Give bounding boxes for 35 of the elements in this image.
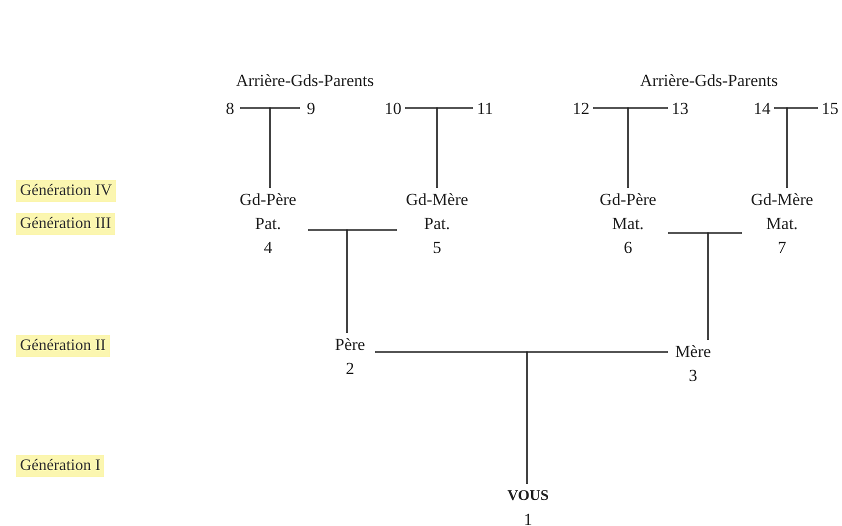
person-number: 9: [300, 97, 322, 119]
lineage-line: [786, 107, 818, 188]
person-name: Père: [334, 334, 366, 356]
person-number: 13: [668, 97, 692, 119]
person-number: 6: [624, 237, 632, 259]
person-name: Gd-Mère Pat.: [404, 189, 470, 235]
lineage-line: [526, 351, 668, 484]
person-name: Mère: [675, 341, 711, 363]
generation-label: Génération III: [16, 213, 116, 235]
lineage-line: [346, 229, 397, 333]
person-number: 2: [346, 358, 354, 380]
person-number: 3: [688, 365, 698, 387]
generation-label: Génération I: [16, 455, 104, 477]
person-name: Gd-Mère Mat.: [750, 189, 814, 235]
lineage-line: [627, 107, 668, 188]
generation-label: Génération IV: [16, 180, 116, 202]
person-name: VOUS: [507, 487, 549, 506]
person-number: 14: [750, 97, 774, 119]
person-number: 4: [264, 237, 272, 259]
person-number: 8: [220, 97, 240, 119]
person-name: Gd-Père Pat.: [238, 189, 298, 235]
person-number: 12: [569, 97, 593, 119]
lineage-line: [707, 232, 742, 340]
lineage-line: [436, 107, 473, 188]
person-number: 10: [381, 97, 405, 119]
person-number: 7: [778, 237, 786, 259]
group-heading: Arrière-Gds-Parents: [640, 70, 778, 92]
person-number: 1: [524, 509, 532, 526]
group-heading: Arrière-Gds-Parents: [236, 70, 374, 92]
lineage-line: [269, 107, 300, 188]
generation-label: Génération II: [16, 335, 110, 357]
person-name: Gd-Père Mat.: [598, 189, 658, 235]
person-number: 15: [818, 97, 842, 119]
person-number: 5: [432, 237, 442, 259]
person-number: 11: [473, 97, 497, 119]
